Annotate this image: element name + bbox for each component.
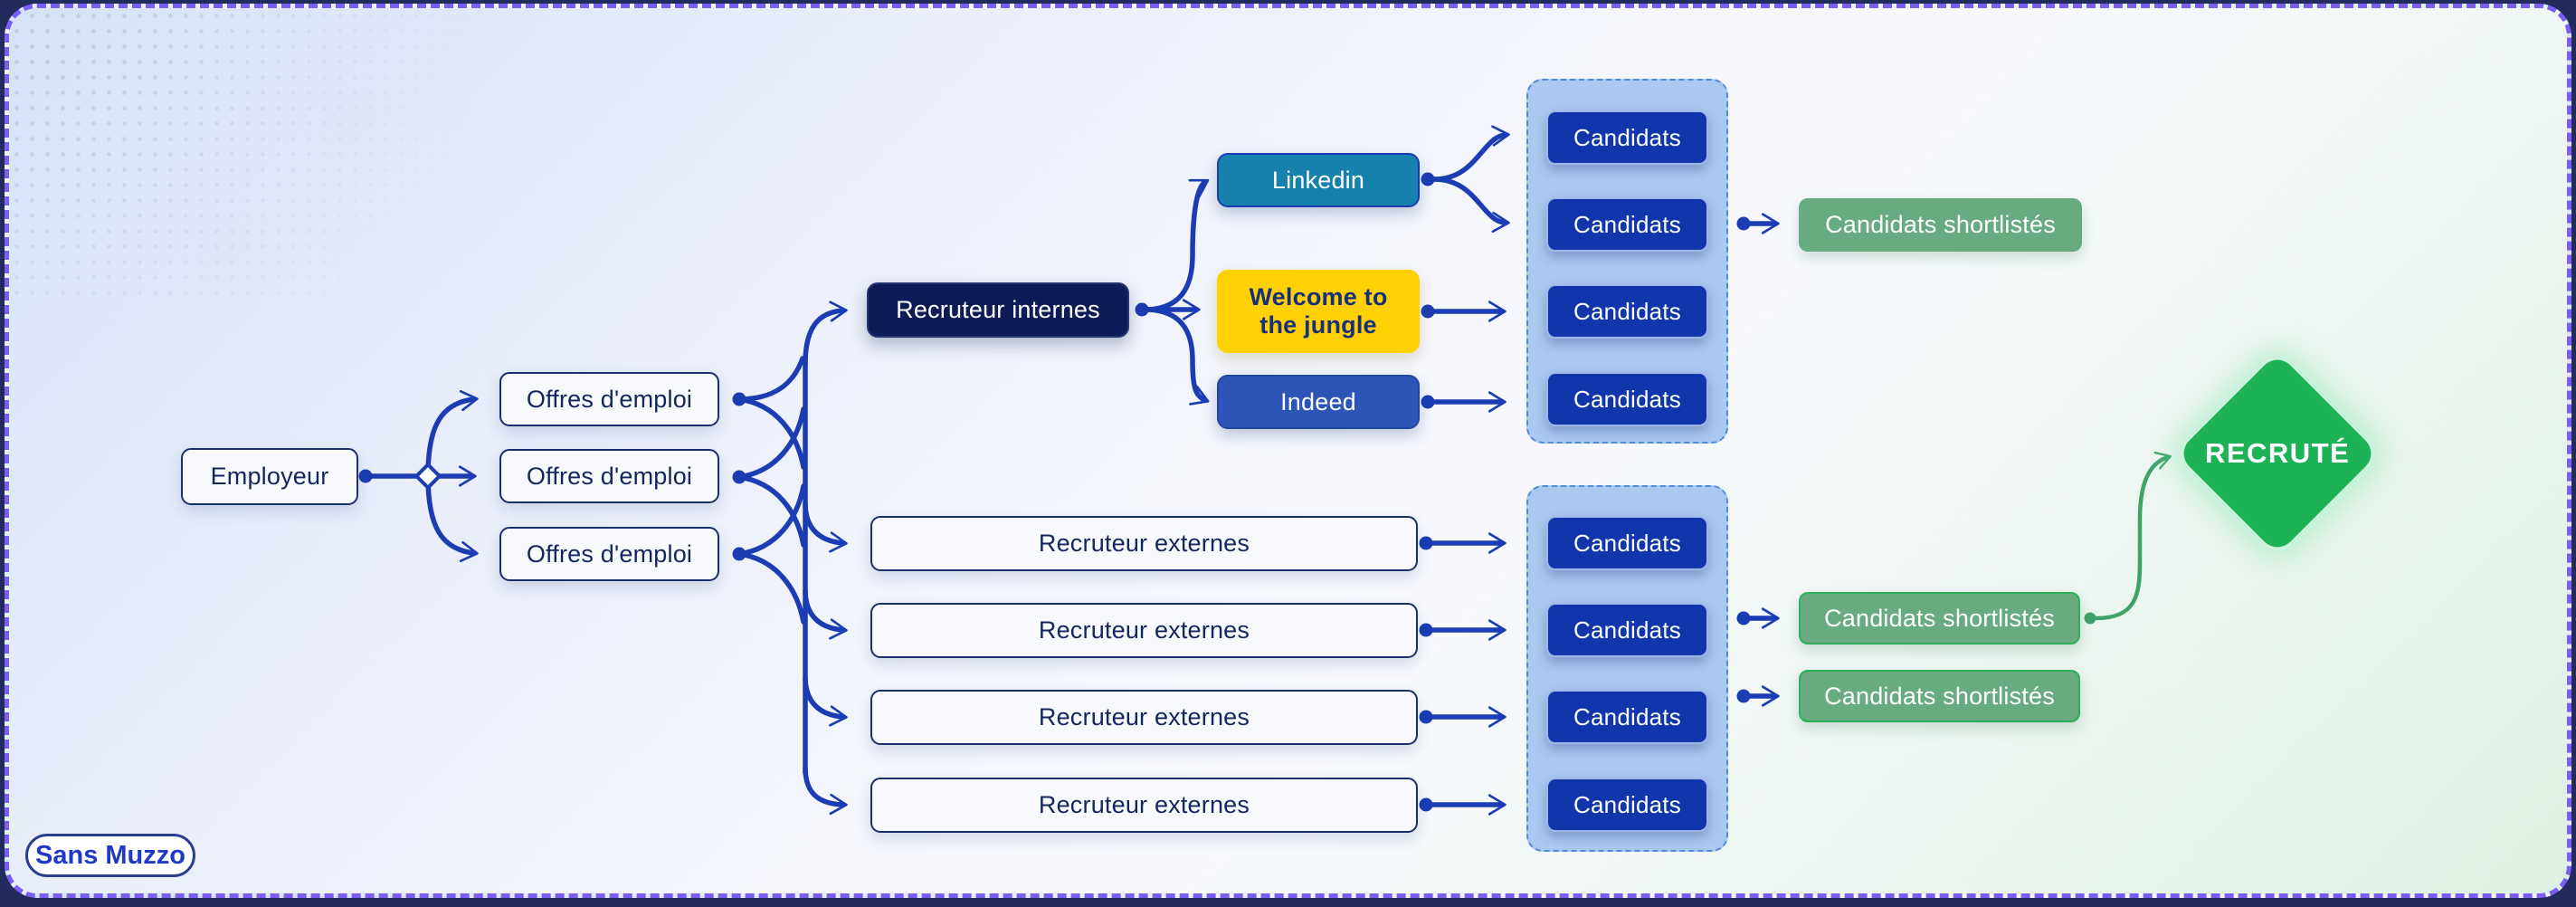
- node-offre-emploi-1: Offres d'emploi: [499, 372, 719, 426]
- node-label: Candidats: [1573, 210, 1681, 238]
- node-label: RECRUTÉ: [2204, 437, 2351, 469]
- node-label: Recruteur externes: [1038, 616, 1250, 644]
- node-candidats-top-4: Candidats: [1546, 372, 1708, 426]
- node-candidats-bottom-2: Candidats: [1546, 603, 1708, 657]
- node-recruteur-externes-1: Recruteur externes: [870, 516, 1418, 571]
- node-candidats-bottom-3: Candidats: [1546, 690, 1708, 744]
- node-recruteur-externes-3: Recruteur externes: [870, 690, 1418, 745]
- node-label: Employeur: [210, 463, 329, 490]
- badge-label: Sans Muzzo: [35, 840, 185, 870]
- node-label: Candidats: [1573, 702, 1681, 730]
- node-recruteur-internes: Recruteur internes: [867, 282, 1129, 338]
- node-label: Welcome to the jungle: [1249, 282, 1388, 339]
- node-label: Candidats: [1573, 790, 1681, 818]
- node-label: Offres d'emploi: [526, 385, 693, 413]
- node-label: Recruteur internes: [896, 296, 1100, 323]
- node-label: Indeed: [1280, 387, 1356, 415]
- node-offre-emploi-3: Offres d'emploi: [499, 527, 719, 581]
- node-label: Candidats: [1573, 297, 1681, 325]
- node-label: Recruteur externes: [1038, 791, 1250, 818]
- node-label: Offres d'emploi: [526, 539, 693, 568]
- sans-muzzo-badge: Sans Muzzo: [25, 834, 195, 877]
- node-label: Offres d'emploi: [526, 462, 693, 490]
- node-label: Candidats shortlistés: [1824, 604, 2055, 632]
- node-offre-emploi-2: Offres d'emploi: [499, 449, 719, 503]
- node-label: Linkedin: [1271, 166, 1365, 194]
- node-candidats-top-1: Candidats: [1546, 110, 1708, 165]
- node-candidats-shortlistes-1: Candidats shortlistés: [1799, 592, 2080, 644]
- node-employeur: Employeur: [181, 448, 358, 505]
- node-linkedin: Linkedin: [1217, 153, 1420, 207]
- node-candidats-shortlistes-2: Candidats shortlistés: [1799, 670, 2080, 722]
- node-label: Candidats: [1573, 616, 1681, 644]
- node-candidats-top-3: Candidats: [1546, 284, 1708, 339]
- node-recruteur-externes-2: Recruteur externes: [870, 603, 1418, 658]
- node-candidats-top-2: Candidats: [1546, 197, 1708, 252]
- node-label: Recruteur externes: [1038, 530, 1250, 557]
- node-label: Candidats shortlistés: [1825, 211, 2056, 238]
- node-welcome-to-the-jungle: Welcome to the jungle: [1217, 270, 1420, 353]
- node-label: Candidats: [1573, 529, 1681, 557]
- node-candidats-shortlistes-top: Candidats shortlistés: [1799, 198, 2082, 252]
- node-label: Candidats: [1573, 385, 1681, 413]
- node-candidats-bottom-4: Candidats: [1546, 778, 1708, 832]
- node-indeed: Indeed: [1217, 375, 1420, 429]
- node-label: Candidats shortlistés: [1824, 682, 2055, 710]
- node-label: Candidats: [1573, 123, 1681, 151]
- node-recruteur-externes-4: Recruteur externes: [870, 778, 1418, 833]
- node-label: Recruteur externes: [1038, 703, 1250, 730]
- node-candidats-bottom-1: Candidats: [1546, 516, 1708, 570]
